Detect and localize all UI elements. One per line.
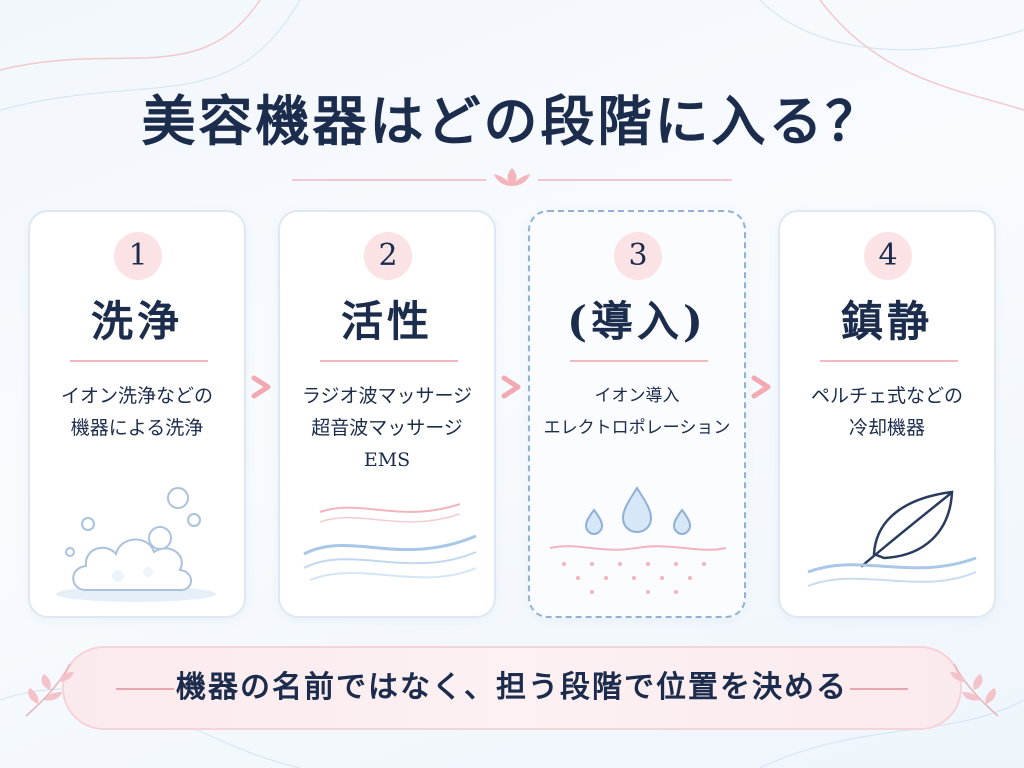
arrow-right-icon	[751, 375, 771, 399]
water-drops-icon	[549, 486, 727, 594]
step-divider	[820, 360, 958, 362]
step-divider	[70, 360, 208, 362]
step-number-badge: 2	[364, 232, 412, 280]
arrow-right-icon	[251, 375, 271, 399]
banner-line-right	[850, 688, 908, 690]
step-description: ラジオ波マッサージ 超音波マッサージ EMS	[301, 385, 473, 471]
step-number-badge: 3	[614, 232, 662, 280]
step-card-4: 4 鎮静 ペルチェ式などの 冷却機器	[778, 210, 996, 618]
leaf-icon	[807, 490, 977, 587]
step-number-badge: 4	[864, 232, 912, 280]
lotus-icon	[507, 168, 517, 186]
step-card-2: 2 活性 ラジオ波マッサージ 超音波マッサージ EMS	[278, 210, 496, 618]
foam-bubbles-icon	[56, 487, 216, 602]
waves-icon	[303, 503, 477, 581]
sprig-right-icon	[950, 663, 999, 717]
step-description: イオン洗浄などの 機器による洗浄	[60, 385, 213, 439]
step-title: (導入)	[567, 297, 707, 346]
step-title: 活性	[340, 297, 433, 346]
step-card-1: 1 洗浄 イオン洗浄などの 機器による洗浄	[28, 210, 246, 618]
summary-banner: 機器の名前ではなく、担う段階で位置を決める	[62, 646, 962, 730]
step-title: 洗浄	[90, 297, 183, 346]
banner-line-left	[116, 688, 174, 690]
banner-text: 機器の名前ではなく、担う段階で位置を決める	[176, 670, 848, 705]
step-card-3: 3 (導入) イオン導入 エレクトロポレーション	[528, 210, 746, 618]
arrow-right-icon	[501, 375, 521, 399]
step-title: 鎮静	[840, 297, 933, 346]
step-divider	[320, 360, 458, 362]
step-number-badge: 1	[114, 232, 162, 280]
lotus-ornament	[292, 168, 732, 186]
step-description: ペルチェ式などの 冷却機器	[810, 385, 963, 439]
sprig-left-icon	[25, 663, 74, 717]
step-description: イオン導入 エレクトロポレーション	[543, 386, 731, 438]
step-divider	[570, 360, 708, 362]
page-title: 美容機器はどの段階に入る？	[141, 89, 883, 153]
